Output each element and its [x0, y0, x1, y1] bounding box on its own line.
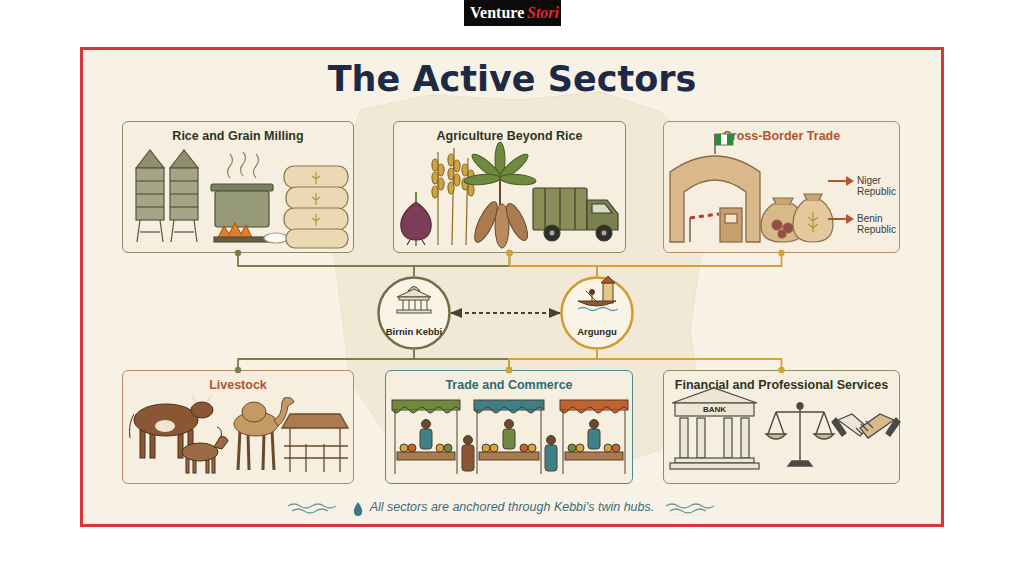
sector-title: Agriculture Beyond Rice [394, 129, 625, 143]
connector-group [451, 313, 560, 314]
connector-line [238, 253, 414, 276]
hub-outline [562, 278, 633, 349]
caption-ornament [666, 504, 714, 508]
caption-ornament [288, 504, 336, 508]
logo-plate [464, 0, 561, 26]
connector-line [510, 253, 598, 276]
connector-line [414, 253, 510, 276]
connector-group [597, 250, 785, 276]
caption-ornament [354, 502, 362, 516]
caption-ornament [292, 509, 328, 513]
hub-outline [379, 278, 450, 349]
connector-line [414, 350, 509, 370]
hub-outline [377, 276, 451, 350]
hub-name: Argungu [560, 326, 634, 337]
hub-outline [560, 276, 634, 350]
caption-ornament [670, 509, 706, 513]
sector-box: Financial and Professional Services [663, 370, 900, 484]
connector-group [414, 250, 513, 276]
hub-circle: Birnin Kebbi [377, 276, 451, 350]
sector-title: Livestock [123, 378, 353, 392]
connector-group [235, 250, 414, 276]
connector-line [597, 350, 782, 370]
sector-title: Financial and Professional Services [664, 378, 899, 392]
hub-name: Birnin Kebbi [377, 326, 451, 337]
connector-line [597, 253, 782, 276]
sector-box: Trade and Commerce [385, 370, 633, 484]
text-label: Venture [470, 4, 524, 22]
connector-line [509, 350, 597, 370]
sector-title: Cross-Border Trade [664, 129, 899, 143]
sector-title: Rice and Grain Milling [123, 129, 353, 143]
text-label: Benin Republic [857, 213, 903, 235]
sector-box: Agriculture Beyond Rice [393, 121, 626, 253]
connector-group [506, 250, 597, 276]
text-label: BANK [694, 405, 735, 414]
connector-line [451, 312, 560, 314]
sector-box: Livestock [122, 370, 354, 484]
text-label: Niger Republic [857, 175, 903, 197]
diagram-caption: All sectors are anchored through Kebbi's… [80, 501, 944, 515]
frame-border [82, 49, 943, 526]
hub-circle: Argungu [560, 276, 634, 350]
text-label: Stori [527, 4, 559, 22]
sector-box: Rice and Grain Milling [122, 121, 354, 253]
diagram-title: The Active Sectors [80, 60, 944, 99]
connector-line [238, 350, 414, 370]
sector-title: Trade and Commerce [386, 378, 632, 392]
